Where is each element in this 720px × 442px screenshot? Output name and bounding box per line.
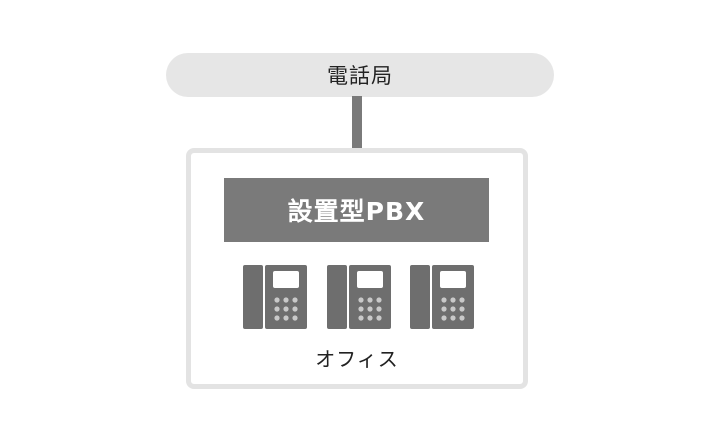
telephone-exchange-label: 電話局 (327, 64, 393, 88)
connection-line (352, 96, 362, 180)
office-label: オフィス (315, 347, 399, 371)
pbx-box: 設置型PBX (224, 178, 489, 242)
pbx-label: 設置型PBX (287, 197, 426, 226)
desk-phone-icon (410, 265, 474, 329)
desk-phone-icon (243, 265, 307, 329)
desk-phone-icon (327, 265, 391, 329)
telephone-exchange: 電話局 (166, 53, 554, 97)
